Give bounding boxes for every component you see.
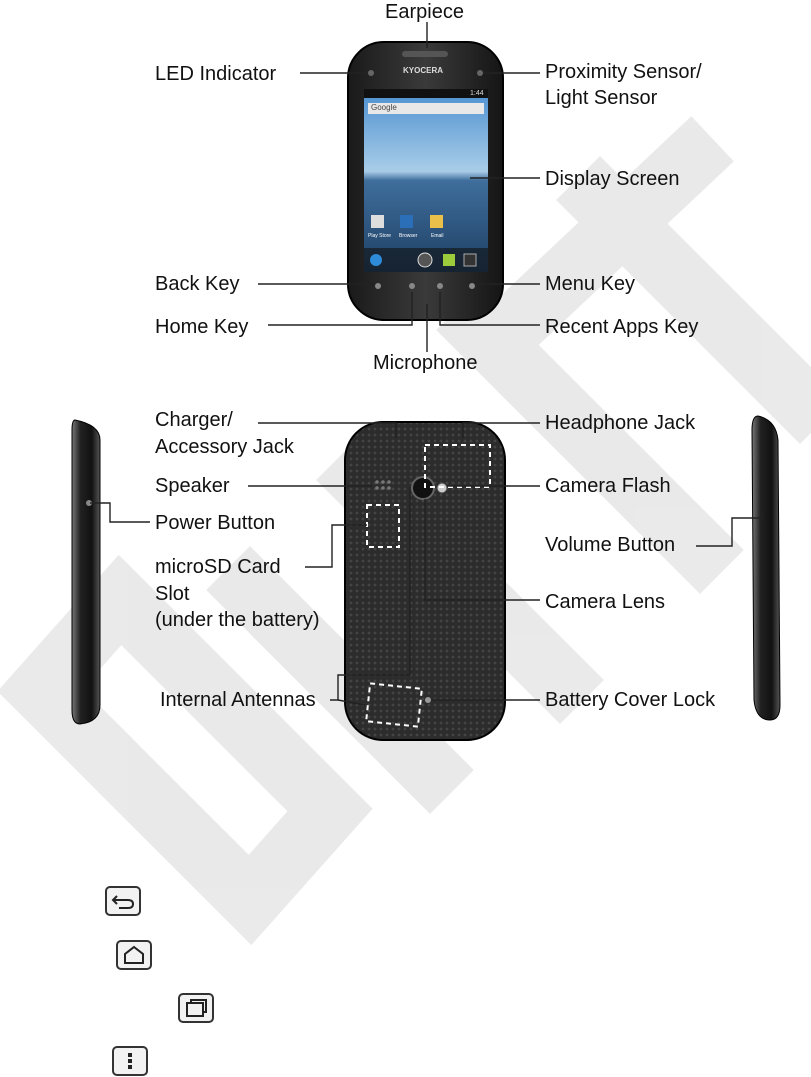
label-led-indicator: LED Indicator xyxy=(155,63,277,85)
label-recent-apps-key: Recent Apps Key xyxy=(545,316,699,338)
label-headphone-jack: Headphone Jack xyxy=(545,412,696,434)
phone-app-label: Play Store xyxy=(368,233,392,239)
label-menu-key: Menu Key xyxy=(545,273,636,295)
label-microphone: Microphone xyxy=(373,352,478,374)
label-microsd-note: (under the battery) xyxy=(155,609,320,631)
label-speaker: Speaker xyxy=(155,475,230,497)
label-volume-button: Volume Button xyxy=(545,534,676,556)
phone-brand: KYOCERA xyxy=(403,66,444,75)
label-charger: Charger/ xyxy=(155,409,233,431)
front-phone xyxy=(347,41,504,321)
phone-search-bar: Google xyxy=(371,103,397,112)
label-back-key: Back Key xyxy=(155,273,240,295)
phone-status-time: 1:44 xyxy=(470,90,484,97)
right-side-phone xyxy=(751,415,781,721)
label-internal-antennas: Internal Antennas xyxy=(160,689,316,711)
menu-icon xyxy=(112,1046,148,1076)
phone-app-label: Email xyxy=(431,233,444,239)
label-home-key: Home Key xyxy=(155,316,249,338)
label-display-screen: Display Screen xyxy=(545,168,680,190)
label-camera-flash: Camera Flash xyxy=(545,475,671,497)
label-microsd-slot: Slot xyxy=(155,583,190,605)
label-proximity-sensor: Proximity Sensor/ xyxy=(545,61,702,83)
label-battery-cover-lock: Battery Cover Lock xyxy=(545,689,716,711)
back-arrow-icon xyxy=(105,886,141,916)
label-earpiece: Earpiece xyxy=(385,1,464,23)
home-icon xyxy=(116,940,152,970)
label-light-sensor: Light Sensor xyxy=(545,87,658,109)
callout-lines xyxy=(90,22,764,706)
recent-apps-icon xyxy=(178,993,214,1023)
label-accessory-jack: Accessory Jack xyxy=(155,436,294,458)
left-side-phone xyxy=(71,419,101,725)
label-camera-lens: Camera Lens xyxy=(545,591,666,613)
label-power-button: Power Button xyxy=(155,512,276,534)
label-microsd-card: microSD Card xyxy=(155,556,281,578)
phone-app-label: Browser xyxy=(399,233,418,239)
